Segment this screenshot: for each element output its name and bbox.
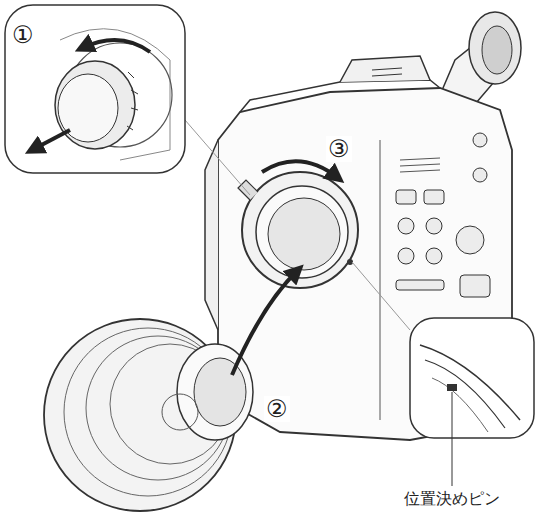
part-label: 位置決めピン — [402, 490, 502, 508]
button — [473, 168, 487, 182]
lens-rear — [194, 358, 246, 426]
rotate-arrow — [82, 40, 150, 52]
handle-mount — [340, 56, 430, 82]
grip — [205, 140, 218, 330]
rotate-arrow — [262, 161, 338, 178]
attach-arrow — [232, 270, 298, 375]
mount-lever — [238, 180, 258, 200]
callout-number: ① — [10, 22, 36, 48]
inset-mount-edge — [425, 360, 505, 428]
button — [426, 218, 442, 234]
lens-mount-ring — [242, 172, 358, 288]
switch — [460, 275, 490, 297]
pin-leader — [452, 392, 453, 486]
inset-leader — [352, 262, 410, 330]
inset-mount-edge — [432, 378, 488, 432]
remove-arrow — [32, 130, 70, 150]
shoe-line — [372, 68, 402, 70]
button — [396, 190, 416, 204]
inset-frame — [410, 318, 534, 438]
button — [426, 248, 442, 264]
body-cap — [55, 61, 135, 149]
cap-grip — [127, 72, 138, 130]
locating-pin — [447, 384, 457, 391]
dial — [456, 226, 484, 254]
pin-mark — [162, 394, 198, 430]
eyecup — [469, 12, 521, 84]
button — [473, 133, 487, 147]
switch — [396, 280, 444, 290]
button — [398, 248, 414, 264]
body-edge — [380, 140, 381, 420]
sensor-opening — [268, 198, 340, 270]
top-plate — [240, 80, 440, 112]
inset-frame — [5, 5, 185, 173]
button — [424, 190, 444, 204]
shoe-line — [372, 74, 402, 76]
inset-leader — [185, 120, 250, 195]
vent-slots — [400, 158, 440, 172]
lens-mount-inner — [256, 186, 348, 278]
eyecup-inner — [482, 26, 512, 74]
callout-number: ③ — [326, 136, 352, 162]
button — [398, 218, 414, 234]
callout-number: ② — [264, 396, 290, 422]
